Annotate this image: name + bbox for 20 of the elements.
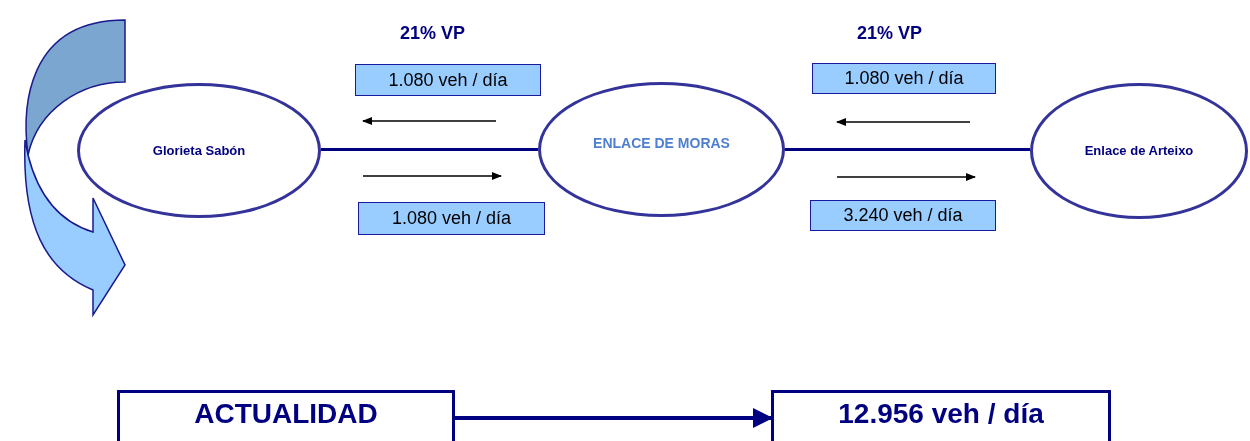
value-box <box>812 63 996 94</box>
connector-line <box>321 148 538 151</box>
connector-line <box>785 148 1030 151</box>
node-label: 12.956 veh / día <box>838 397 1044 431</box>
value-box <box>358 202 545 235</box>
node-label: 3.240 veh / día <box>843 204 963 227</box>
node-label: Glorieta Sabón <box>152 141 246 160</box>
process-box <box>117 390 455 441</box>
node-label: ACTUALIDAD <box>194 397 378 431</box>
node-label: 1.080 veh / día <box>388 68 508 92</box>
value-box <box>810 200 996 231</box>
node-label: ENLACE DE MORAS <box>593 134 730 153</box>
node-label: 1.080 veh / día <box>844 67 964 90</box>
node-label: Enlace de Arteixo <box>1084 142 1194 161</box>
value-box <box>355 64 541 96</box>
percentage-label: 21% VP <box>400 22 466 45</box>
connector-line <box>455 408 773 428</box>
process-box <box>771 390 1111 441</box>
node-label: 1.080 veh / día <box>391 207 512 230</box>
percentage-label: 21% VP <box>857 22 923 45</box>
